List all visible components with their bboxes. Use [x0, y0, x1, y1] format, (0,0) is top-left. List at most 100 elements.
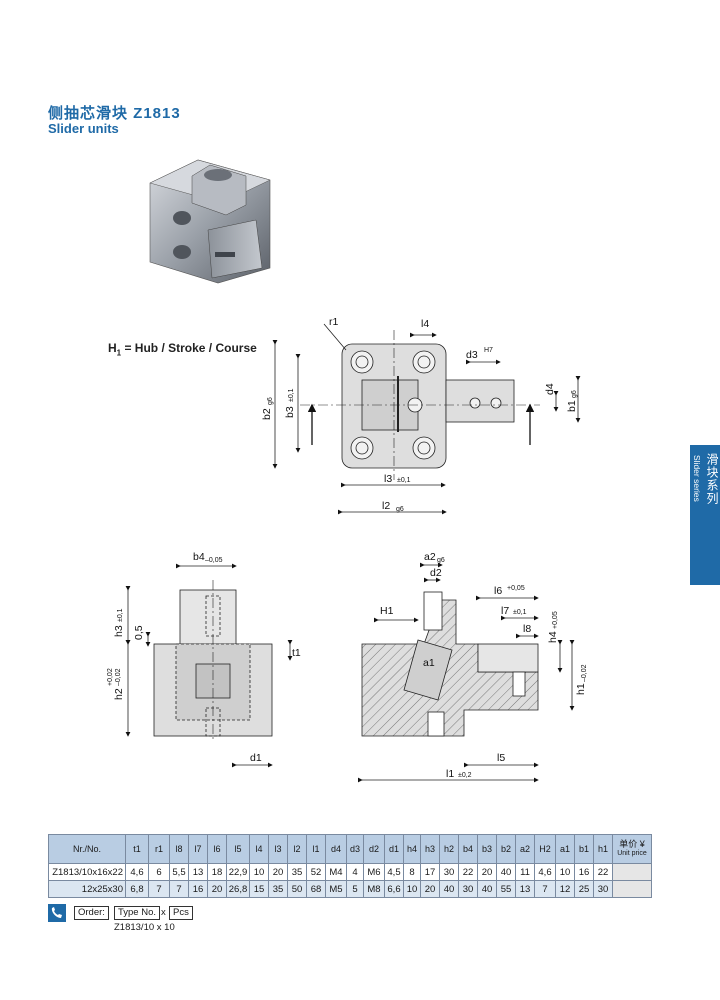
dim-b3: b3	[284, 406, 296, 418]
dim-b2-tol: g6	[267, 397, 274, 405]
dim-h3-tol: ±0,1	[117, 608, 124, 622]
table-cell: 22	[593, 863, 613, 881]
dim-b4-tol: –0,05	[205, 557, 223, 564]
order-label: Order:	[74, 906, 109, 920]
dim-05: 0,5	[133, 625, 145, 640]
dim-h2-tol-up: +0,02	[107, 668, 114, 686]
table-cell: 22	[458, 863, 478, 881]
dim-d4: d4	[544, 383, 556, 395]
dim-d3-tol: H7	[484, 347, 493, 354]
dim-h3: h3	[113, 625, 125, 637]
table-cell: 35	[268, 880, 288, 898]
table-cell: 40	[439, 880, 459, 898]
dim-d3: d3	[466, 349, 478, 361]
dim-a2: a2	[424, 551, 436, 563]
dim-t1: t1	[292, 647, 301, 659]
table-cell: 25	[574, 880, 594, 898]
dim-h4: h4	[547, 631, 559, 643]
table-cell: 16	[188, 880, 208, 898]
table-cell: 5,5	[169, 863, 189, 881]
series-side-tab: Slider series 滑块系列	[690, 445, 720, 585]
dim-H1: H1	[380, 605, 394, 617]
table-cell: 10	[249, 863, 269, 881]
side-tab-cn: 滑块系列	[705, 453, 719, 505]
table-cell: 6	[148, 863, 170, 881]
order-type-no: Type No.	[114, 906, 161, 920]
table-cell: M5	[325, 880, 347, 898]
dim-l5: l5	[497, 752, 505, 764]
table-header-nr: Nr./No.	[48, 834, 126, 864]
hub-label-prefix: H	[108, 341, 117, 355]
dim-b2: b2	[261, 408, 273, 420]
dim-l3-tol: ±0,1	[397, 477, 411, 484]
dim-l7-tol: ±0,1	[513, 609, 527, 616]
table-cell: 20	[420, 880, 440, 898]
table-cell: 5	[346, 880, 364, 898]
table-cell: 12	[555, 880, 575, 898]
table-cell: 20	[477, 863, 497, 881]
table-cell: 40	[496, 863, 516, 881]
table-cell: 30	[458, 880, 478, 898]
page-title-en: Slider units	[48, 121, 119, 136]
order-example-text: Z1813/10 x 10	[114, 922, 175, 933]
table-cell: 35	[287, 863, 307, 881]
dim-l3: l3	[384, 473, 392, 485]
table-header-cell: r1	[148, 834, 170, 864]
table-cell: 20	[268, 863, 288, 881]
table-header-cell: a1	[555, 834, 575, 864]
product-photo	[149, 159, 271, 284]
table-cell: 7	[148, 880, 170, 898]
table-header-cell: l2	[287, 834, 307, 864]
table-cell: 10	[403, 880, 421, 898]
table-header-cell: l6	[207, 834, 227, 864]
table-cell: 4,6	[534, 863, 556, 881]
table-header-cell: h3	[420, 834, 440, 864]
dim-h2: h2	[113, 688, 125, 700]
dim-l6-tol: +0,05	[507, 585, 525, 592]
table-cell: 11	[515, 863, 535, 881]
dim-b1-tol: g6	[571, 390, 578, 398]
table-cell: M8	[363, 880, 385, 898]
dim-b1: b1	[566, 400, 578, 412]
hub-label-sub: 1	[116, 348, 122, 358]
dim-l1: l1	[446, 768, 454, 780]
table-cell: 10	[555, 863, 575, 881]
dim-d1: d1	[250, 752, 262, 764]
top-view	[272, 323, 581, 515]
dim-a2-tol: g6	[437, 557, 445, 564]
table-header-cell: d4	[325, 834, 347, 864]
table-cell: 68	[306, 880, 326, 898]
table-cell: 17	[420, 863, 440, 881]
table-cell: 8	[403, 863, 421, 881]
table-row: Z1813/10x16x22 4,6 6 5,5 13 18 22,9 10 2…	[48, 863, 652, 881]
table-header-cell: h1	[593, 834, 613, 864]
hub-stroke-label: H1 = Hub / Stroke / Course	[108, 341, 257, 357]
dim-h4-tol: +0,05	[552, 611, 559, 629]
table-header-cell: d2	[363, 834, 385, 864]
table-cell: 13	[188, 863, 208, 881]
table-cell: 50	[287, 880, 307, 898]
dim-l1-tol: ±0,2	[458, 772, 472, 779]
table-cell: 15	[249, 880, 269, 898]
table-cell: 4,6	[125, 863, 149, 881]
spec-table: Nr./No. t1 r1 l8 l7 l6 l5 l4 l3 l2 l1 d4…	[48, 834, 652, 898]
side-tab-en: Slider series	[692, 455, 702, 502]
dim-h1: h1	[575, 683, 587, 695]
dim-r1: r1	[329, 316, 338, 328]
phone-order-icon	[48, 904, 66, 922]
table-header-cell: d1	[384, 834, 404, 864]
order-pcs: Pcs	[169, 906, 193, 920]
table-header-cell: d3	[346, 834, 364, 864]
table-header-cell: l5	[226, 834, 250, 864]
dim-b4: b4	[193, 551, 205, 563]
table-header-row: Nr./No. t1 r1 l8 l7 l6 l5 l4 l3 l2 l1 d4…	[48, 834, 652, 864]
table-cell: 20	[207, 880, 227, 898]
order-times: x	[161, 907, 166, 918]
table-header-cell: b1	[574, 834, 594, 864]
table-cell: 26,8	[226, 880, 250, 898]
price-head-en: Unit price	[617, 850, 647, 857]
dim-l7: l7	[501, 605, 509, 617]
table-header-cell: l7	[188, 834, 208, 864]
table-cell: 18	[207, 863, 227, 881]
